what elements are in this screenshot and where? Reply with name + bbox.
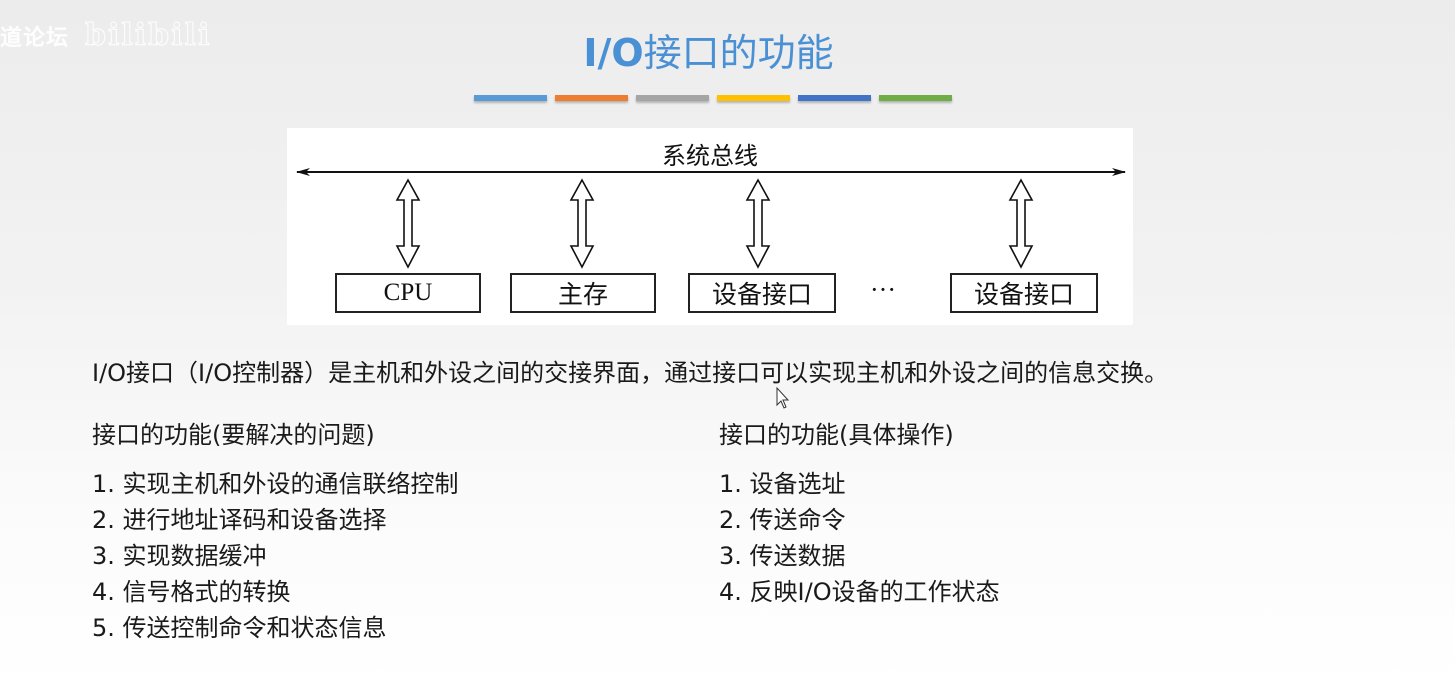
accent-color-bars — [474, 95, 952, 101]
diagram-lines — [296, 168, 1126, 269]
bidirectional-arrow-icon — [745, 178, 771, 269]
slide-title: I/O接口的功能 — [0, 22, 1417, 77]
diagram-ellipsis: ··· — [870, 275, 896, 304]
section-heading: 接口的功能(具体操作) — [719, 421, 954, 449]
bidirectional-arrow-icon — [569, 178, 595, 269]
bidirectional-arrow-icon — [1008, 178, 1034, 269]
list-item: 5. 传送控制命令和状态信息 — [92, 614, 387, 642]
section-heading: 接口的功能(要解决的问题) — [92, 421, 375, 449]
accent-bar — [798, 95, 871, 101]
list-item: 4. 信号格式的转换 — [92, 578, 291, 606]
mouse-cursor-icon — [776, 387, 790, 409]
device-box-cpu: CPU — [335, 273, 481, 313]
accent-bar — [474, 95, 547, 101]
system-bus-label: 系统总线 — [662, 142, 758, 170]
list-item: 1. 实现主机和外设的通信联络控制 — [92, 470, 459, 498]
interface-problems-section: 接口的功能(要解决的问题) 1. 实现主机和外设的通信联络控制 2. 进行地址译… — [92, 415, 459, 646]
device-box-device-interface: 设备接口 — [688, 273, 836, 313]
list-item: 3. 实现数据缓冲 — [92, 542, 267, 570]
device-box-device-interface: 设备接口 — [950, 273, 1098, 313]
bilibili-logo: bilibili — [85, 18, 212, 54]
accent-bar — [555, 95, 628, 101]
accent-bar — [636, 95, 709, 101]
watermark-text: 道论坛 — [0, 25, 70, 51]
accent-bar — [879, 95, 952, 101]
interface-operations-section: 接口的功能(具体操作) 1. 设备选址 2. 传送命令 3. 传送数据 4. 反… — [719, 415, 1000, 610]
list-item: 3. 传送数据 — [719, 542, 846, 570]
accent-bar — [717, 95, 790, 101]
system-bus-diagram: 系统总线 CPU 主存 设备接口 ··· 设备接口 — [287, 128, 1133, 325]
bidirectional-arrow-icon — [395, 178, 421, 269]
problems-list: 1. 实现主机和外设的通信联络控制 2. 进行地址译码和设备选择 3. 实现数据… — [92, 466, 459, 646]
intro-paragraph: I/O接口（I/O控制器）是主机和外设之间的交接界面，通过接口可以实现主机和外设… — [92, 359, 1169, 387]
watermark: 道论坛 bilibili — [0, 18, 212, 54]
list-item: 2. 进行地址译码和设备选择 — [92, 506, 387, 534]
list-item: 4. 反映I/O设备的工作状态 — [719, 578, 1000, 606]
list-item: 2. 传送命令 — [719, 506, 846, 534]
operations-list: 1. 设备选址 2. 传送命令 3. 传送数据 4. 反映I/O设备的工作状态 — [719, 466, 1000, 610]
list-item: 1. 设备选址 — [719, 470, 846, 498]
slide-title-prefix: I/O — [583, 31, 644, 75]
slide-title-rest: 接口的功能 — [643, 31, 834, 75]
device-box-main-memory: 主存 — [510, 273, 656, 313]
